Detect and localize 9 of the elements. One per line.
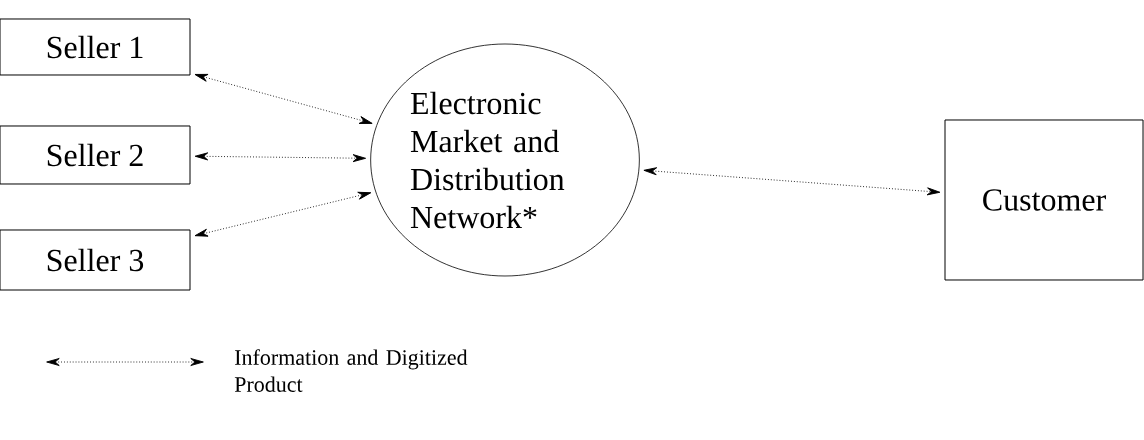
process-box: Seller 3 [0, 229, 191, 291]
process-box: Seller 2 [0, 125, 191, 185]
process-box: Seller 1 [0, 18, 191, 76]
arrow [643, 167, 941, 196]
arrow [194, 191, 372, 237]
process-box: Customer [944, 119, 1144, 281]
legend-text: Information and Digitized Product [234, 349, 468, 392]
arrow [194, 152, 367, 163]
arrow [194, 73, 373, 124]
